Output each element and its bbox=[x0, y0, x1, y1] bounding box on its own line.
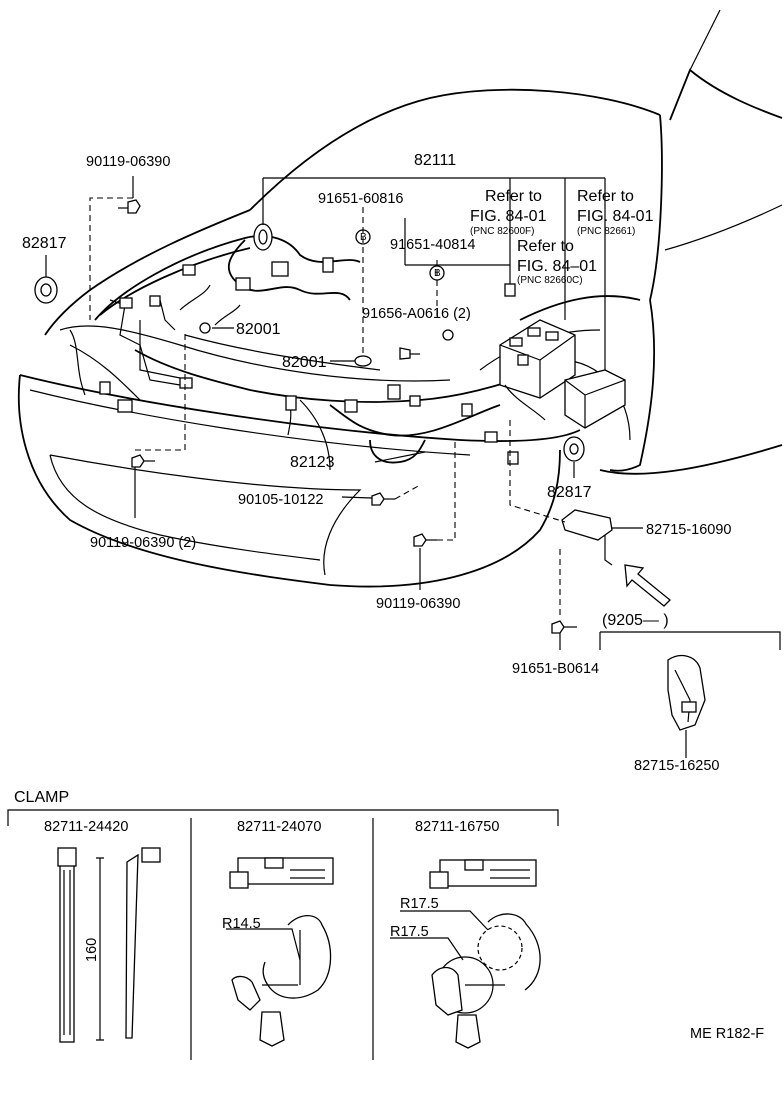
clamp-section: CLAMP 82711-24420 82711-24070 82711-1675… bbox=[7, 789, 559, 1060]
bolt-90105-10122 bbox=[371, 492, 395, 506]
label-82817-right: 82817 bbox=[547, 484, 592, 501]
clip-82001-lower bbox=[354, 355, 372, 367]
leader-lines bbox=[45, 176, 781, 758]
refer3-line3: (PNC 82660C) bbox=[517, 275, 583, 286]
bolt-91656-a0616 bbox=[399, 329, 454, 360]
relay-block bbox=[499, 319, 576, 421]
refer3-line2: FIG. 84–01 bbox=[517, 258, 597, 275]
clamp-82711-24070-drawing: R14.5 bbox=[222, 857, 334, 1047]
wire-harness-82111 bbox=[69, 223, 521, 465]
part-labels: 90119-06390 82111 91651-60816 Refer to F… bbox=[22, 152, 731, 774]
label-91651-b0614: 91651-B0614 bbox=[512, 661, 599, 677]
clamp-length-label: 160 bbox=[84, 938, 100, 962]
refer2-line3: (PNC 82661) bbox=[577, 226, 635, 237]
label-82001-lower: 82001 bbox=[282, 354, 327, 371]
r175-label-a: R17.5 bbox=[400, 896, 439, 912]
bracket-82715-16250 bbox=[667, 654, 706, 731]
bolt-letter-b-1: B bbox=[360, 232, 367, 243]
clamp-82711-16750-drawing: R17.5 R17.5 bbox=[390, 859, 541, 1049]
bolt-90119-06390-top bbox=[118, 199, 141, 214]
footer-code: ME R182-F bbox=[690, 1026, 764, 1042]
refer1-line1: Refer to bbox=[485, 188, 542, 205]
label-91651-60816: 91651-60816 bbox=[318, 191, 403, 207]
connector-82600f bbox=[504, 283, 516, 297]
clamp-heading: CLAMP bbox=[14, 789, 69, 806]
r175-label-b: R17.5 bbox=[390, 924, 429, 940]
bolt-91651-b0614 bbox=[551, 620, 577, 634]
fuse-box-cover bbox=[564, 369, 626, 429]
bolt-90119-06390-bottom bbox=[413, 533, 437, 547]
clip-82001-upper bbox=[199, 322, 211, 334]
grommet-82817-right bbox=[563, 436, 585, 462]
refer1-line2: FIG. 84-01 bbox=[470, 208, 547, 225]
label-82715-16250: 82715-16250 bbox=[634, 758, 719, 774]
label-90119-06390-2: 90119-06390 (2) bbox=[90, 535, 196, 551]
label-91651-40814: 91651-40814 bbox=[390, 237, 475, 253]
label-90119-06390-top: 90119-06390 bbox=[86, 154, 170, 170]
label-90119-06390-bottom: 90119-06390 bbox=[376, 596, 460, 612]
bracket-82715-16090 bbox=[561, 509, 613, 566]
refer3-line1: Refer to bbox=[517, 238, 574, 255]
refer2-line1: Refer to bbox=[577, 188, 634, 205]
view-arrow bbox=[624, 564, 671, 607]
label-82111: 82111 bbox=[414, 152, 456, 169]
label-82817-left: 82817 bbox=[22, 235, 67, 252]
bolt-letter-b-2: B bbox=[434, 268, 441, 279]
clamp-82711-24420-drawing: 160 bbox=[57, 847, 161, 1043]
grommet-82817-left bbox=[34, 276, 58, 304]
label-91656-a0616: 91656-A0616 (2) bbox=[362, 306, 471, 322]
vehicle-body-outline bbox=[17, 9, 783, 588]
r145-label: R14.5 bbox=[222, 916, 261, 932]
refer1-line3: (PNC 82600F) bbox=[470, 226, 534, 237]
label-82001-upper: 82001 bbox=[236, 321, 281, 338]
label-90105-10122: 90105-10122 bbox=[238, 492, 323, 508]
clamp-col3-title: 82711-16750 bbox=[415, 819, 499, 835]
label-82123: 82123 bbox=[290, 454, 335, 471]
refer2-line2: FIG. 84-01 bbox=[577, 208, 654, 225]
label-9205: (9205— ) bbox=[602, 612, 669, 629]
label-82715-16090: 82715-16090 bbox=[646, 522, 731, 538]
clamp-col1-title: 82711-24420 bbox=[44, 819, 128, 835]
bolt-90119-06390-2 bbox=[131, 454, 155, 468]
clamp-col2-title: 82711-24070 bbox=[237, 819, 321, 835]
